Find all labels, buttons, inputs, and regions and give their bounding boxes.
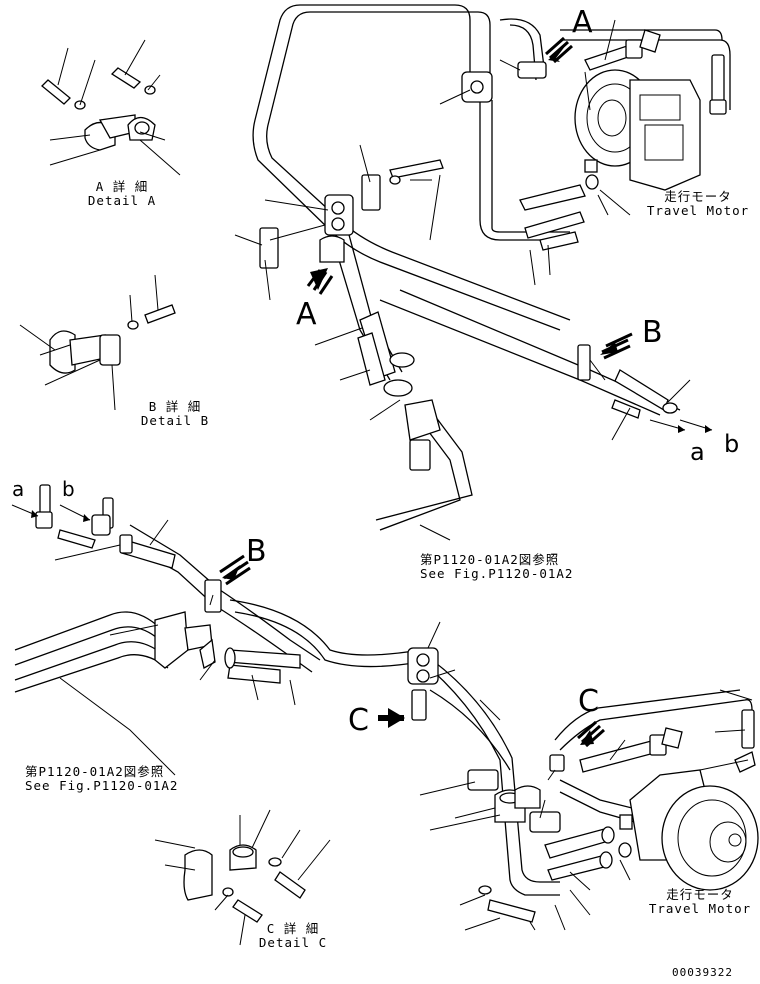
- lower-hose-routing: [14, 524, 753, 896]
- figure-reference-upper-en: See Fig.P1120-01A2: [420, 566, 574, 581]
- detail-a-title-jp: A 詳 細: [95, 179, 149, 194]
- detail-a-caption: A 詳 細 Detail A: [72, 180, 172, 208]
- figure-reference-lower-jp: 第P1120-01A2図参照: [25, 764, 165, 779]
- upper-fittings: [357, 29, 727, 419]
- figure-reference-upper: 第P1120-01A2図参照 See Fig.P1120-01A2: [420, 553, 573, 581]
- figure-reference-lower-en: See Fig.P1120-01A2: [25, 778, 179, 793]
- upper-travel-motor: [574, 69, 701, 191]
- view-label-c-mid: C: [348, 703, 369, 738]
- travel-motor-lower-jp: 走行モータ: [666, 887, 734, 902]
- view-label-a-upper: A: [572, 5, 593, 40]
- detail-c-drawing: [183, 844, 306, 923]
- travel-motor-label-upper: 走行モータ Travel Motor: [638, 190, 758, 218]
- detail-c-caption: C 詳 細 Detail C: [243, 922, 343, 950]
- detail-a-drawing: [41, 67, 156, 151]
- port-ab-fittings: [35, 484, 114, 549]
- lower-fittings: [119, 534, 756, 923]
- port-label-b-lower: b: [62, 477, 75, 501]
- upper-hose-routing: [252, 4, 731, 531]
- lower-clamps: [154, 579, 565, 833]
- detail-b-caption: B 詳 細 Detail B: [125, 400, 225, 428]
- port-label-a-lower: a: [12, 477, 25, 501]
- detail-a-title-en: Detail A: [87, 193, 157, 208]
- port-label-b-upper: b: [724, 430, 740, 458]
- detail-c-title-en: Detail C: [258, 935, 328, 950]
- figure-reference-lower: 第P1120-01A2図参照 See Fig.P1120-01A2: [25, 765, 178, 793]
- travel-motor-lower-en: Travel Motor: [648, 901, 752, 916]
- leader-lines: [19, 19, 753, 946]
- detail-b-title-en: Detail B: [140, 413, 210, 428]
- view-arrows: [11, 36, 713, 748]
- view-label-b-upper: B: [642, 315, 663, 350]
- lower-travel-motor: [618, 769, 759, 891]
- travel-motor-upper-jp: 走行モータ: [664, 189, 732, 204]
- view-label-b-lower: B: [246, 534, 267, 569]
- detail-b-title-jp: B 詳 細: [148, 399, 202, 414]
- detail-c-title-jp: C 詳 細: [266, 921, 320, 936]
- view-label-a-lower: A: [296, 297, 317, 332]
- view-label-c-right: C: [578, 684, 599, 719]
- detail-b-drawing: [49, 304, 176, 374]
- figure-reference-upper-jp: 第P1120-01A2図参照: [420, 552, 560, 567]
- drawing-number: 00039322: [672, 966, 733, 979]
- upper-clamps: [259, 61, 591, 471]
- travel-motor-label-lower: 走行モータ Travel Motor: [640, 888, 760, 916]
- port-label-a-upper: a: [690, 438, 705, 466]
- travel-motor-upper-en: Travel Motor: [646, 203, 750, 218]
